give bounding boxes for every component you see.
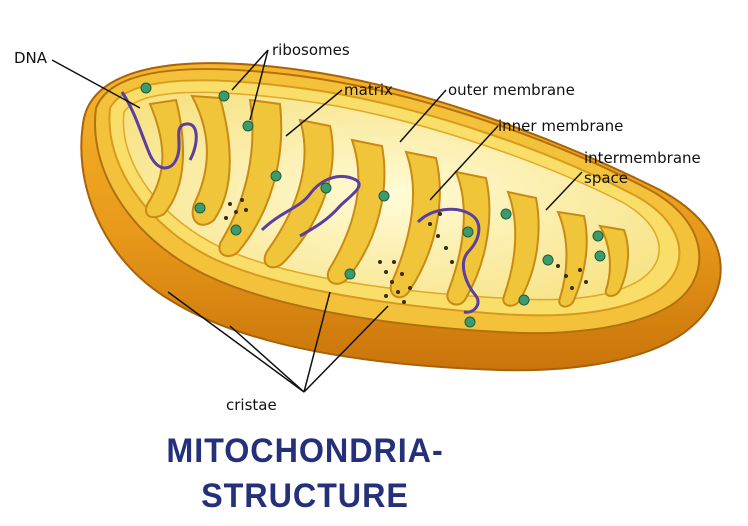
label-ribosomes: ribosomes: [272, 41, 350, 59]
leader-lines: [51, 49, 583, 393]
label-outer-membrane: outer membrane: [448, 81, 575, 99]
ribosome-dots: [140, 82, 606, 328]
label-intermembrane-space: space: [584, 169, 628, 187]
cristae-particles: [224, 198, 588, 304]
label-dna: DNA: [14, 49, 48, 67]
diagram-title-line-1: MITOCHONDRIA-: [166, 432, 444, 470]
diagram-title-line-2: STRUCTURE: [201, 477, 409, 515]
label-intermembrane: intermembrane: [584, 149, 701, 167]
label-cristae: cristae: [226, 396, 277, 414]
cristae-folds: [145, 94, 630, 308]
label-inner-membrane: inner membrane: [498, 117, 623, 135]
dna-strands: [120, 91, 481, 314]
label-matrix: matrix: [344, 81, 393, 99]
